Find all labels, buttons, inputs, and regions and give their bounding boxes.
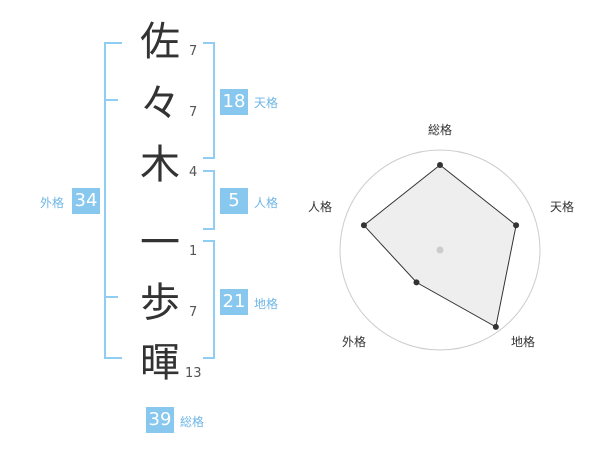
tenkaku-bracket xyxy=(203,42,215,159)
jinkaku-bracket xyxy=(203,170,215,230)
radar-axis-label-jinkaku: 人格 xyxy=(308,200,333,214)
tenkaku-label: 天格 xyxy=(254,96,279,110)
radar-axis-label-tenkaku: 天格 xyxy=(550,200,575,214)
radar-axis-label-soukaku: 総格 xyxy=(428,123,453,137)
fortune-radar-chart xyxy=(339,149,541,351)
stroke-count-4: 1 xyxy=(189,244,198,259)
stroke-count-3: 4 xyxy=(189,165,198,180)
stroke-count-2: 7 xyxy=(189,105,198,120)
soukaku-value-badge: 39 xyxy=(146,407,174,433)
radar-axis-label-chikaku: 地格 xyxy=(511,335,536,349)
radar-axis-label-gaikaku: 外格 xyxy=(342,335,367,349)
radar-data-polygon xyxy=(363,164,517,328)
gaikaku-bracket-tick xyxy=(104,99,118,101)
radar-point-2 xyxy=(492,323,499,330)
name-char-6: 暉 xyxy=(140,340,180,386)
radar-point-4 xyxy=(360,222,367,229)
chikaku-label: 地格 xyxy=(254,297,279,311)
stroke-count-1: 7 xyxy=(189,44,198,59)
radar-point-3 xyxy=(413,279,420,286)
chikaku-bracket xyxy=(203,240,215,359)
radar-point-1 xyxy=(513,222,520,229)
radar-point-0 xyxy=(437,162,443,168)
gaikaku-label: 外格 xyxy=(40,196,65,210)
gaikaku-bracket-tick xyxy=(104,296,118,298)
jinkaku-label: 人格 xyxy=(254,196,279,210)
radar-data-points xyxy=(360,162,520,330)
stroke-count-6: 13 xyxy=(185,366,202,381)
name-char-1: 佐 xyxy=(140,19,180,65)
tenkaku-value-badge: 18 xyxy=(220,89,248,115)
name-char-3: 木 xyxy=(140,142,180,188)
gaikaku-bracket xyxy=(104,42,122,359)
jinkaku-value-badge: 5 xyxy=(220,188,248,214)
name-char-2: 々 xyxy=(140,81,180,127)
chikaku-value-badge: 21 xyxy=(220,289,248,315)
soukaku-label: 総格 xyxy=(180,415,205,429)
radar-center-dot xyxy=(436,246,444,254)
name-char-5: 歩 xyxy=(140,280,180,326)
gaikaku-value-badge: 34 xyxy=(72,188,100,214)
name-char-4: 一 xyxy=(140,220,180,266)
stroke-count-5: 7 xyxy=(189,305,198,320)
